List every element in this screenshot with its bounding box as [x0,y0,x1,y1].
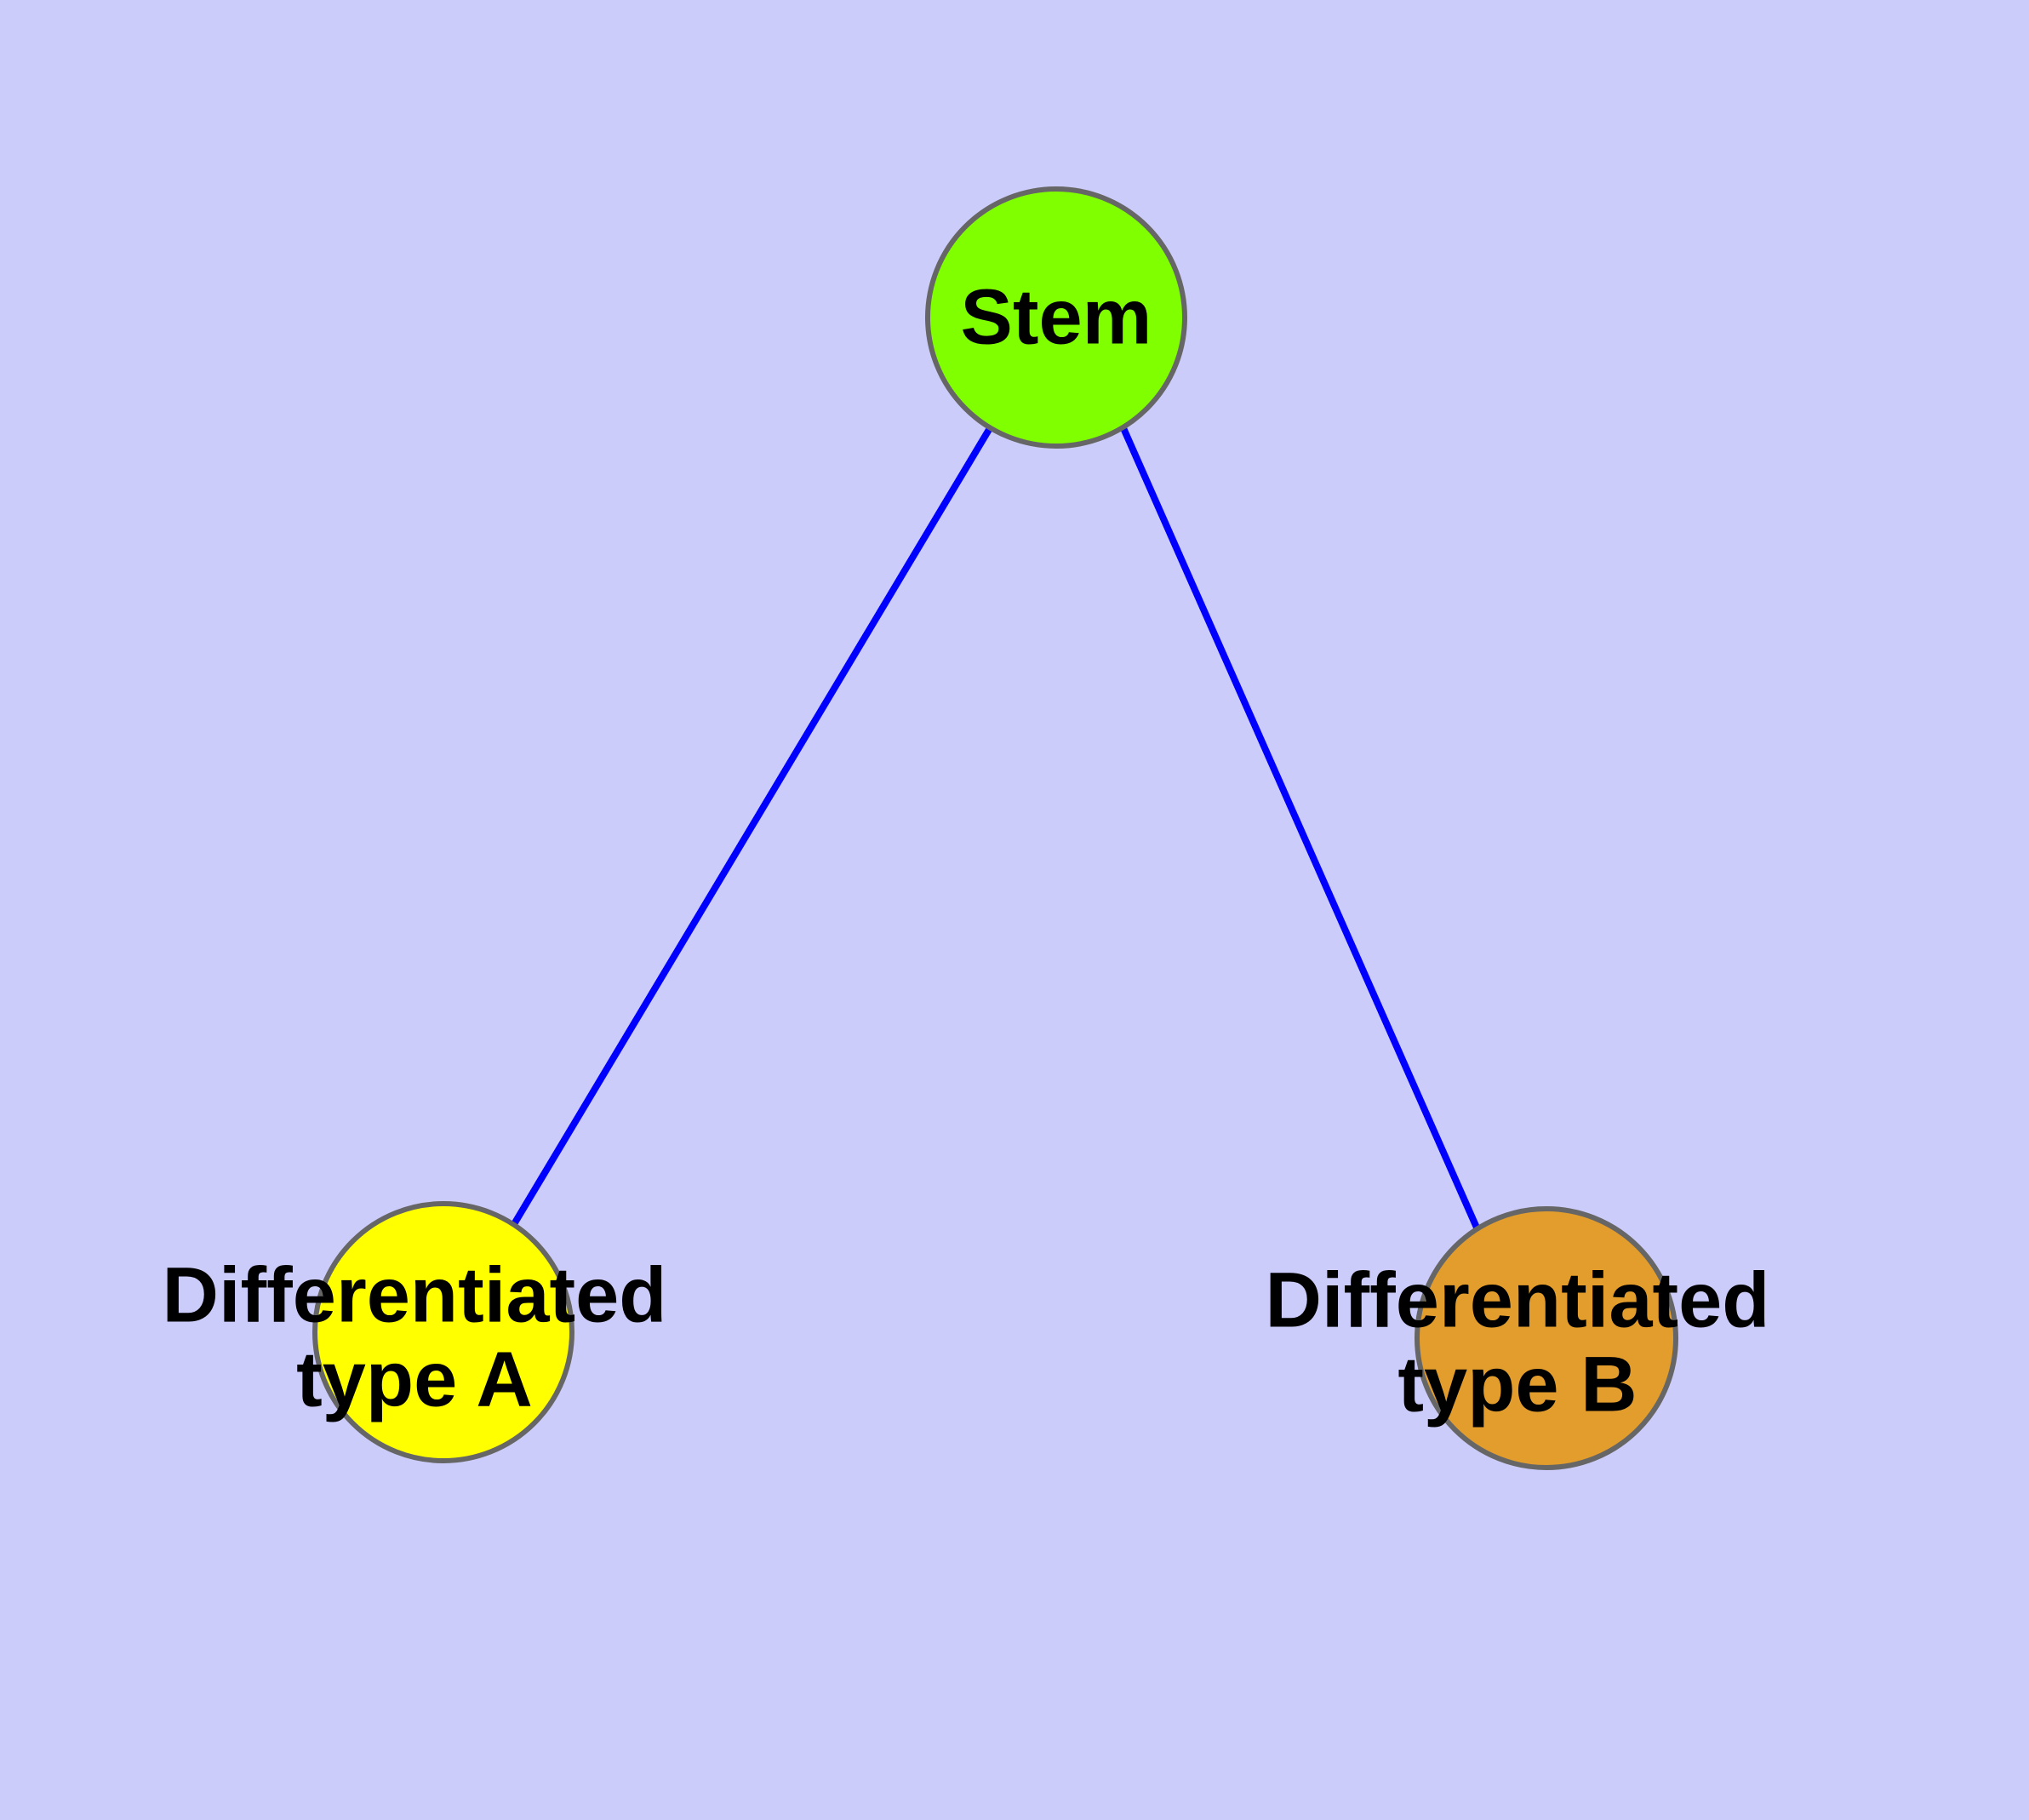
edge-stem-to-type-a[interactable] [511,426,993,1227]
node-differentiated-type-a[interactable] [312,1201,574,1463]
edge-stem-to-type-b[interactable] [1120,426,1480,1229]
nodes-group [312,186,1678,1470]
edges-group [511,426,1480,1229]
node-stem[interactable] [925,186,1187,449]
node-differentiated-type-b[interactable] [1415,1206,1678,1470]
